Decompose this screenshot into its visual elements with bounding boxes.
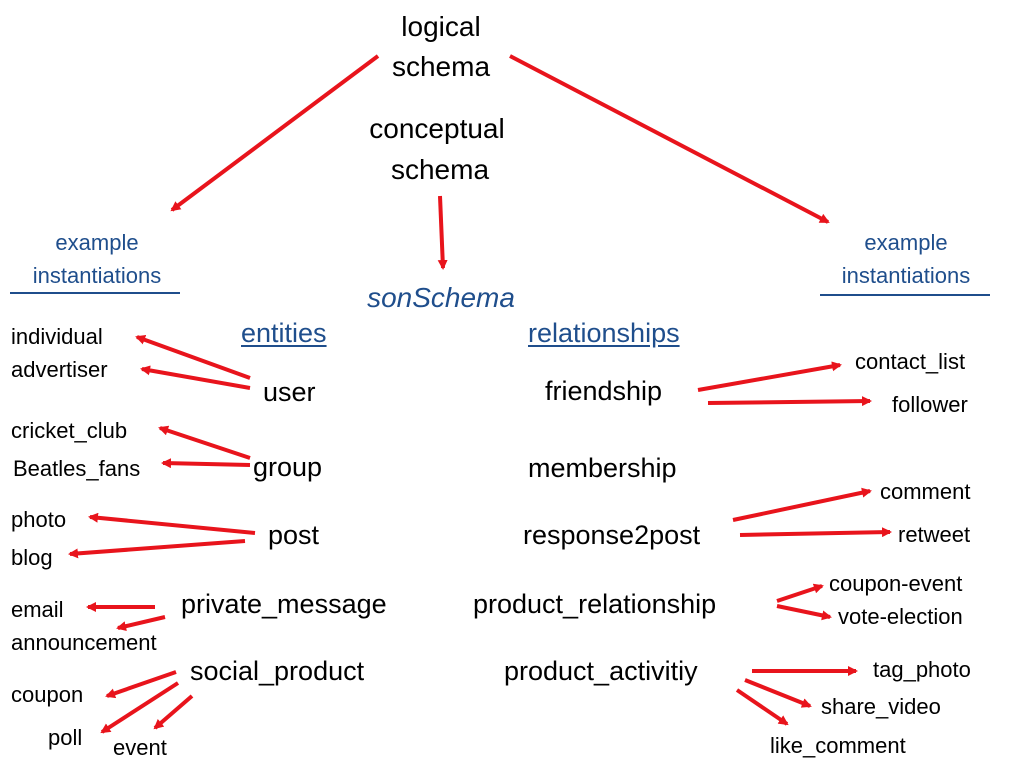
right-heading-line1: example [864, 230, 948, 255]
arrow-post-photo [88, 512, 256, 535]
arrow-sp-event [153, 694, 194, 730]
right-heading-line2: instantiations [841, 263, 971, 288]
rel-product-relationship: product_relationship [473, 589, 717, 619]
arrow-logical-to-right [509, 54, 830, 224]
arrow-user-individual [135, 335, 251, 380]
left-heading-line1: example [55, 230, 139, 255]
example-retweet: retweet [898, 522, 971, 547]
right-heading-rule [820, 294, 990, 296]
arrow-sp-coupon [105, 670, 177, 699]
rel-membership: membership [528, 453, 677, 483]
arrow-sp-poll [100, 681, 180, 734]
son-schema-label: sonSchema [367, 282, 515, 313]
left-heading-rule [10, 292, 180, 294]
entity-private-message: private_message [181, 589, 387, 619]
example-share-video: share_video [821, 694, 941, 719]
rel-friendship: friendship [545, 376, 663, 406]
relationships-title: relationships [528, 318, 680, 348]
entity-post: post [268, 520, 320, 550]
example-tag-photo: tag_photo [873, 657, 971, 682]
conceptual-schema-line1: conceptual [369, 113, 505, 144]
arrow-friendship-follower [707, 396, 872, 407]
entities-title: entities [241, 318, 327, 348]
logical-schema-line2: schema [391, 51, 491, 82]
arrow-conceptual-to-sonschema [437, 195, 448, 270]
rel-product-activitiy: product_activitiy [504, 656, 698, 686]
example-beatles-fans: Beatles_fans [13, 456, 141, 481]
left-heading-line2: instantiations [32, 263, 162, 288]
example-vote-election: vote-election [838, 604, 963, 629]
example-contact-list: contact_list [855, 349, 966, 374]
arrow-friendship-contact [697, 361, 842, 392]
example-email: email [11, 597, 64, 622]
arrow-group-beatles [161, 458, 251, 469]
conceptual-schema-line2: schema [390, 154, 490, 185]
arrow-pr-coupon-event [776, 583, 824, 603]
example-like-comment: like_comment [770, 733, 906, 758]
example-individual: individual [11, 324, 103, 349]
arrow-pm-announcement [116, 615, 166, 632]
example-announcement: announcement [11, 630, 157, 655]
example-event: event [113, 735, 167, 760]
example-photo: photo [11, 507, 67, 532]
arrow-response-retweet [739, 527, 892, 538]
arrow-pa-like-comment [735, 688, 789, 726]
arrow-user-advertiser [140, 365, 251, 390]
example-poll: poll [48, 725, 83, 750]
example-coupon-event: coupon-event [829, 571, 963, 596]
arrow-logical-to-left [170, 54, 380, 212]
arrow-pa-share-video [744, 678, 812, 708]
example-coupon: coupon [11, 682, 84, 707]
entity-group: group [253, 452, 323, 482]
arrow-group-cricket [158, 425, 251, 460]
example-comment: comment [880, 479, 971, 504]
example-advertiser: advertiser [11, 357, 108, 382]
example-cricket-club: cricket_club [11, 418, 128, 443]
entity-social-product: social_product [190, 656, 365, 686]
example-follower: follower [892, 392, 968, 417]
rel-response2post: response2post [523, 520, 701, 550]
entity-user: user [263, 377, 316, 407]
arrow-response-comment [732, 487, 872, 522]
arrow-post-blog [68, 539, 246, 559]
example-blog: blog [11, 545, 53, 570]
arrow-pr-vote-election [776, 604, 832, 621]
logical-schema-line1: logical [401, 11, 481, 42]
